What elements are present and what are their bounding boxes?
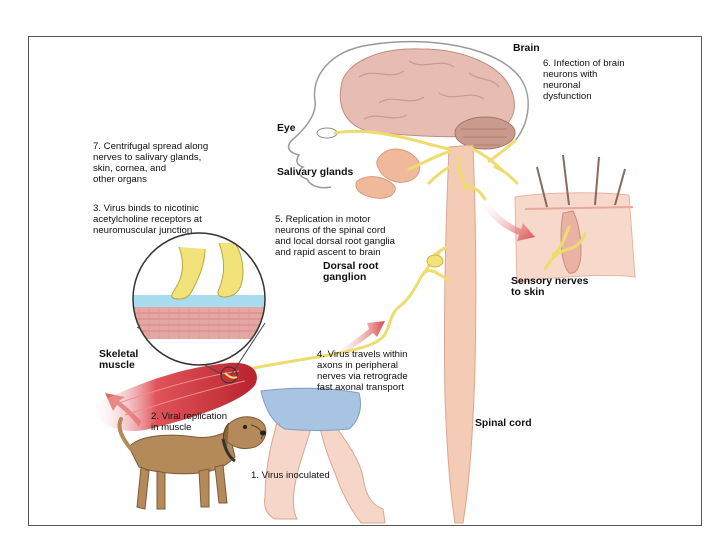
sensory-nerves-label: Sensory nerves to skin [511,276,589,298]
step-2-label: 2. Viral replication in muscle [151,411,228,433]
salivary-glands-label: Salivary glands [277,167,354,178]
neuromuscular-junction-magnifier [133,233,265,365]
salivary-gland-shape [376,148,421,183]
hair-shafts [536,154,626,208]
skin-nerves [543,225,587,271]
spinal-cord-label: Spinal cord [475,418,532,429]
dorsal-root-ganglion-shape [426,254,444,268]
spinal-cord-shape [443,144,477,524]
skull-outline [368,40,529,148]
step-5-label: 5. Replication in motor neurons of the s… [275,214,396,258]
diagram-frame: Brain 6. Infection of brain neurons with… [28,36,702,526]
dog-illustration [117,416,267,510]
brain-label: Brain [513,43,540,54]
step-6-label: 6. Infection of brain neurons with neuro… [543,58,625,102]
step-1-label: 1. Virus inoculated [251,470,330,481]
step-4-label: 4. Virus travels within axons in periphe… [317,349,408,393]
arrow-to-skin-arrow [481,197,535,241]
arrow-to-brain-arrow [329,321,385,361]
head-outline [287,44,370,189]
eye-label: Eye [277,123,296,134]
leg-shape [264,416,316,520]
skeletal-muscle-label: Skeletal muscle [99,349,139,371]
hair-follicle [560,210,582,274]
cerebellum-shape [454,116,516,150]
dorsal-root-ganglion-label: Dorsal root ganglion [323,261,379,283]
step-7-label: 7. Centrifugal spread along nerves to sa… [93,141,209,185]
shorts-shape [260,387,362,431]
skeletal-muscle-shape [89,362,257,431]
cranial-nerves [333,129,519,201]
rabies-pathogenesis-illustration [89,40,636,524]
step-3-label: 3. Virus binds to nicotinic acetylcholin… [93,203,202,236]
